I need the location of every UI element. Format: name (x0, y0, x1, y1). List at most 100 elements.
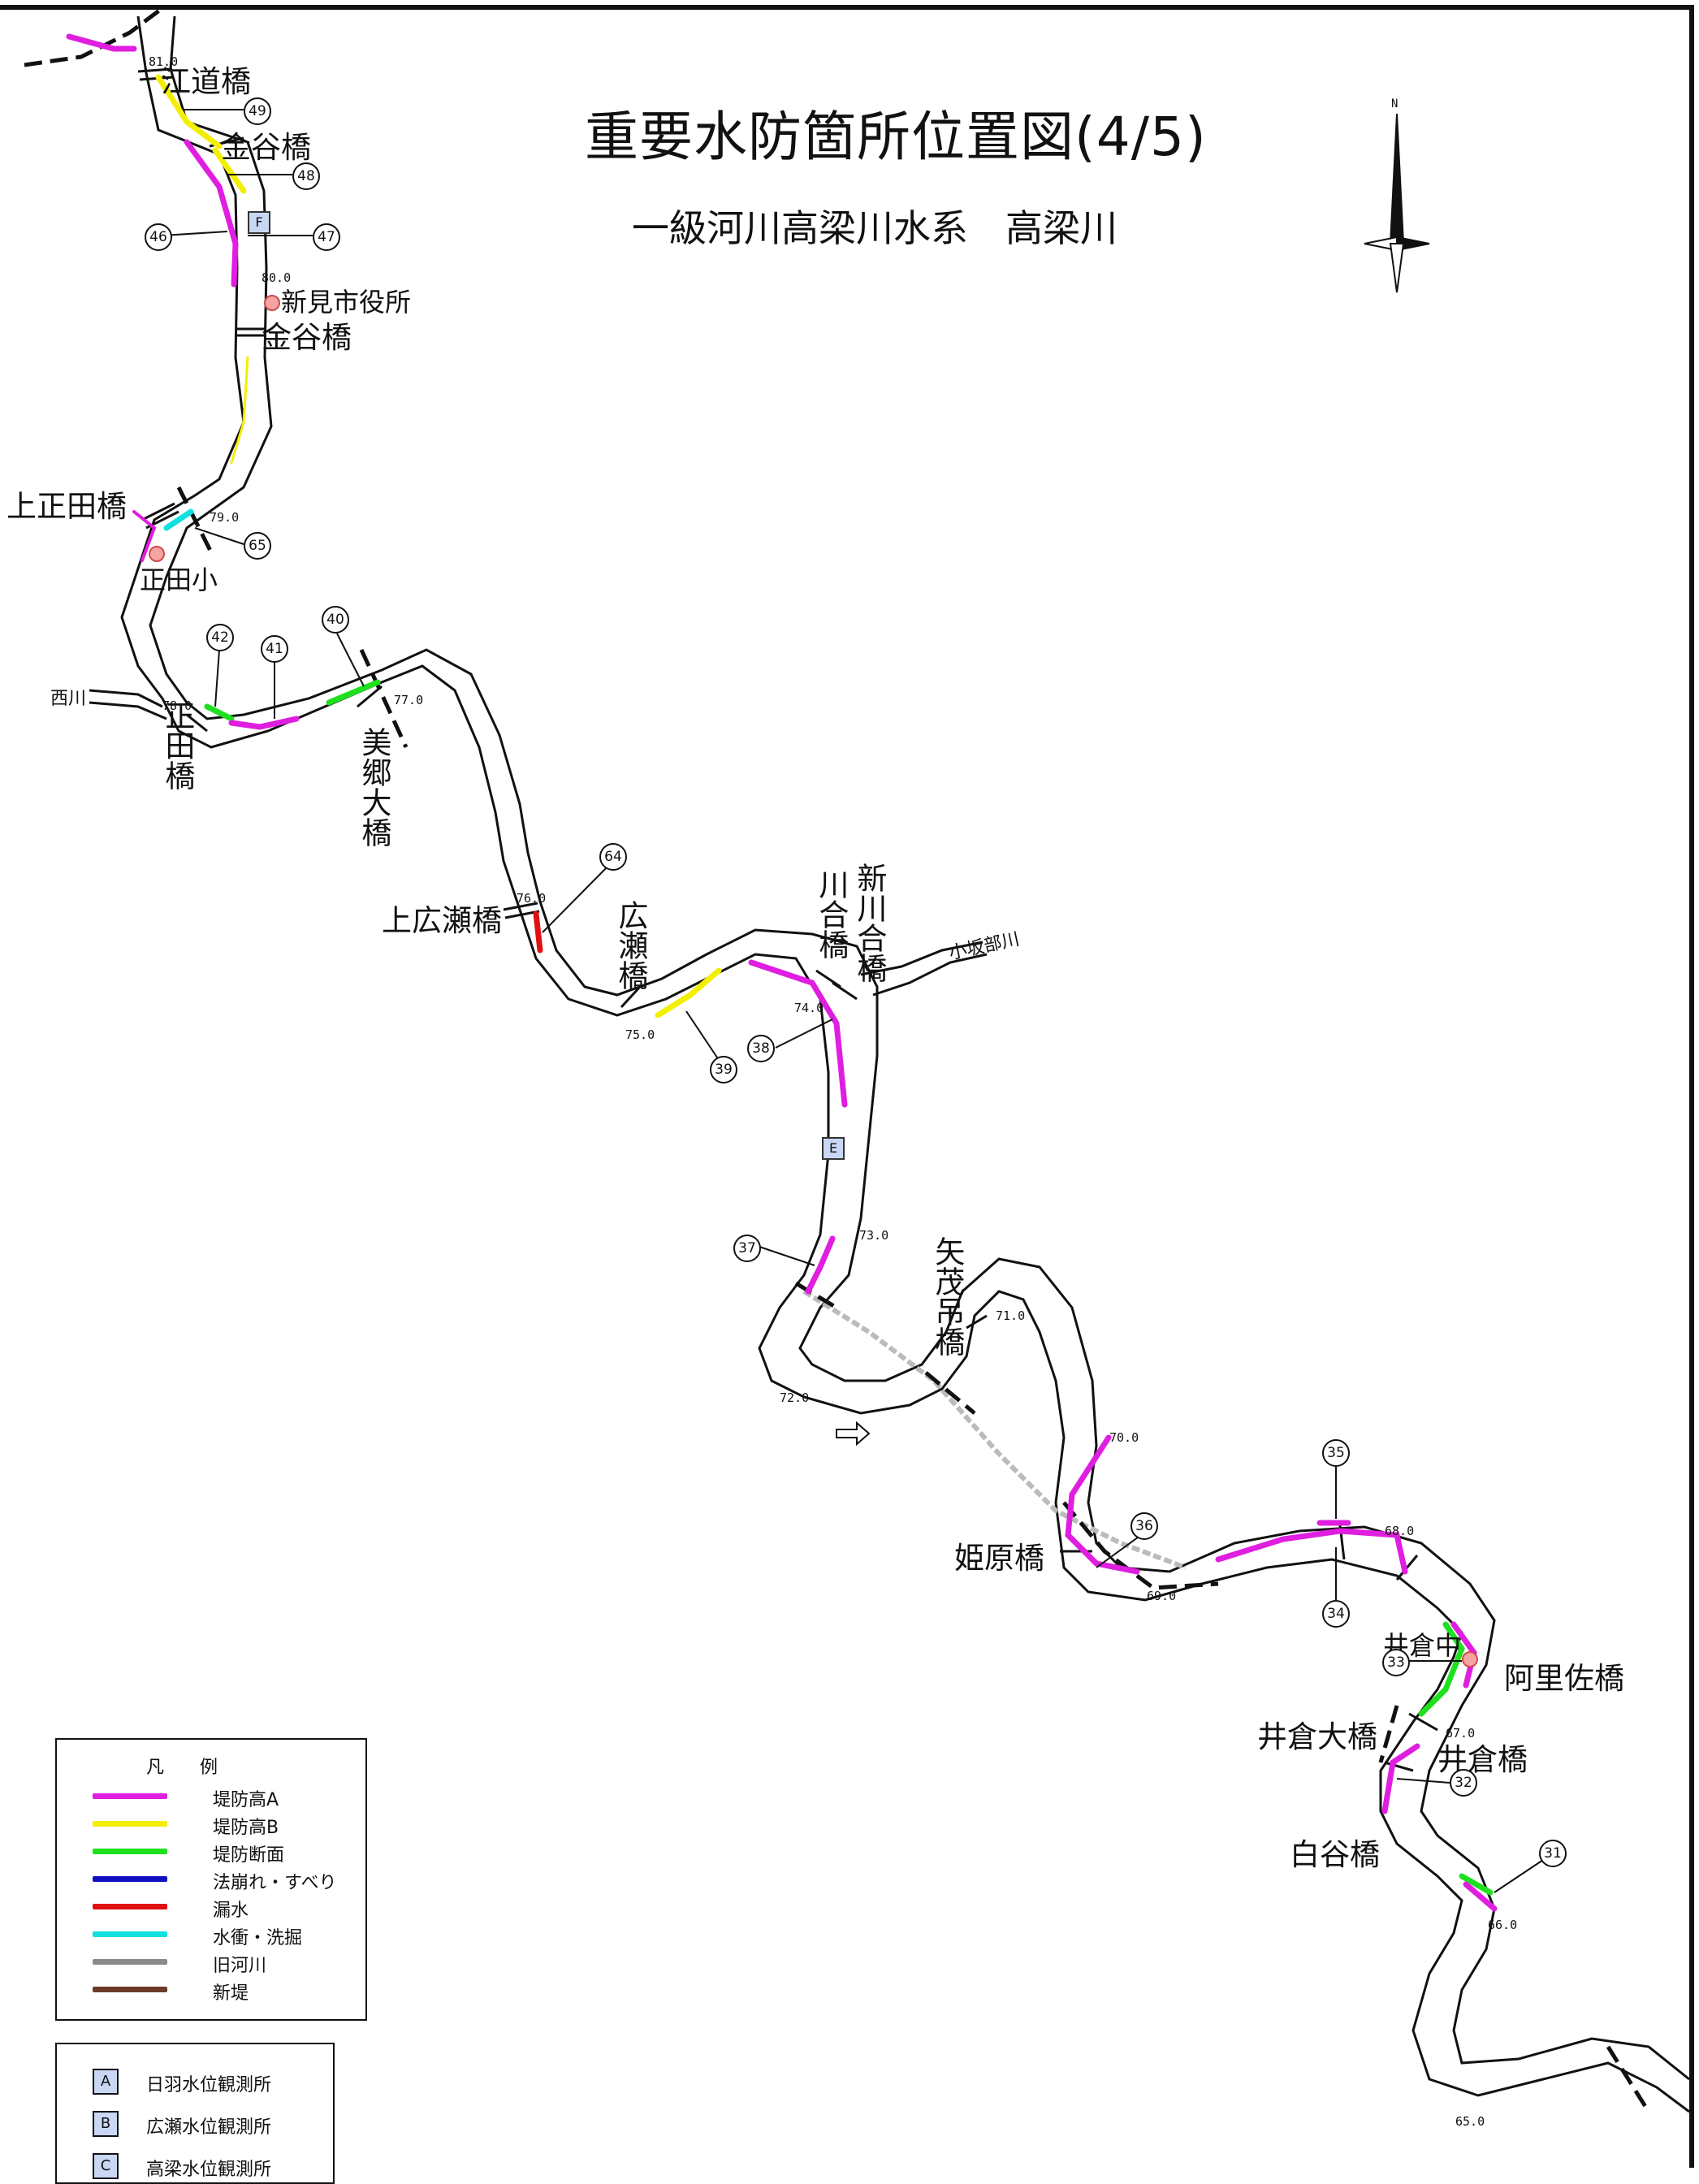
station-item: B 広瀬水位観測所 (93, 2109, 328, 2139)
legend-swatch (93, 1793, 167, 1799)
map-frame-right (1689, 5, 1694, 2168)
ikura-school-marker-icon (1462, 1651, 1478, 1667)
marker-64: 64 (599, 843, 627, 871)
marker-40: 40 (322, 606, 349, 634)
distance-label: 74.0 (794, 1001, 824, 1015)
distance-label: 73.0 (859, 1228, 889, 1243)
station-code: A (93, 2069, 119, 2095)
bridge-label-arisa: 阿里佐橋 (1504, 1661, 1624, 1696)
bridge-label-kanaya-lower: 金谷橋 (262, 320, 352, 355)
legend-item: 旧河川 (93, 1949, 361, 1976)
pointer-arrows (162, 109, 1544, 1893)
bridge-label-yamo: 矢茂吊橋 (929, 1236, 965, 1356)
marker-31: 31 (1539, 1840, 1567, 1867)
station-label: 高梁水位観測所 (146, 2160, 272, 2180)
north-arrow-icon (1364, 113, 1430, 293)
segment-embankment-a-top (66, 33, 137, 52)
hazard-segments (66, 33, 1498, 1912)
bridge-label-ikura-ohashi: 井倉大橋 (1257, 1719, 1377, 1754)
station-code: B (93, 2111, 119, 2137)
marker-34: 34 (1322, 1600, 1350, 1628)
legend-label: 法崩れ・すべり (213, 1873, 337, 1893)
segment-section-31 (1459, 1873, 1494, 1896)
distance-label: 69.0 (1147, 1589, 1177, 1603)
distance-label: 67.0 (1446, 1726, 1476, 1741)
marker-42: 42 (206, 624, 234, 651)
legend-swatch (93, 1959, 167, 1965)
marker-33: 33 (1382, 1649, 1410, 1676)
marker-38: 38 (747, 1035, 775, 1062)
bridge-label-kamishoda: 上正田橋 (6, 489, 127, 524)
marker-46: 46 (145, 223, 172, 251)
segment-embankment-a-37 (805, 1235, 836, 1295)
legend-item: 法崩れ・すべり (93, 1866, 361, 1893)
legend-item: 堤防高B (93, 1811, 361, 1838)
station-label: 広瀬水位観測所 (146, 2117, 272, 2138)
distance-label: 71.0 (996, 1308, 1026, 1323)
distance-label: 68.0 (1385, 1524, 1415, 1538)
station-label: 日羽水位観測所 (146, 2075, 272, 2095)
distance-label: 70.0 (1109, 1430, 1139, 1445)
segment-scour-65 (163, 508, 194, 531)
distance-label: 78.0 (162, 698, 192, 713)
legend-item: 水衝・洗掘 (93, 1922, 361, 1948)
segment-embankment-b-thin (230, 356, 249, 465)
legend: 凡 例 堤防高A 堤防高B 堤防断面 法崩れ・すべり 漏水 水衝・洗掘 旧河川 … (55, 1738, 367, 2021)
distance-label: 66.0 (1488, 1918, 1518, 1932)
old-river-path (802, 1289, 1187, 1570)
marker-37: 37 (733, 1235, 761, 1262)
legend-label: 堤防高B (213, 1818, 279, 1838)
segment-section-40 (326, 679, 381, 706)
bridge-label-kanaya-upper: 金谷橋 (221, 130, 311, 165)
distance-label: 65.0 (1455, 2114, 1485, 2129)
distance-label: 80.0 (262, 270, 292, 285)
city-hall-marker-icon (264, 295, 280, 311)
legend-swatch (93, 1876, 167, 1882)
station-marker-f-icon: F (248, 211, 270, 234)
bridge-label-shiratani: 白谷橋 (1290, 1837, 1380, 1872)
segment-embankment-a-65 (132, 510, 157, 562)
bridge-label-kamihirose: 上広瀬橋 (382, 903, 502, 938)
segment-embankment-a-34 (1215, 1528, 1408, 1575)
station-item: A 日羽水位観測所 (93, 2067, 328, 2096)
school-marker-icon (149, 546, 165, 562)
segment-embankment-a-32 (1381, 1743, 1420, 1814)
bridge-label-hirose: 広瀬橋 (612, 900, 648, 990)
bridge-label-kawai: 川合橋 (813, 869, 849, 959)
place-label-niimi-city-hall: 新見市役所 (281, 287, 412, 318)
marker-48: 48 (292, 162, 320, 190)
station-legend: A 日羽水位観測所 B 広瀬水位観測所 C 高梁水位観測所 (55, 2043, 335, 2184)
segment-embankment-a-36 (1065, 1434, 1140, 1575)
bridge-label-shoda: 正田橋 (159, 700, 195, 790)
legend-swatch (93, 1931, 167, 1937)
legend-label: 旧河川 (213, 1956, 267, 1976)
tributary-nishikawa (89, 689, 167, 720)
legend-swatch (93, 1849, 167, 1854)
marker-32: 32 (1450, 1769, 1477, 1797)
river-left-bank (120, 15, 1690, 2113)
legend-label: 新堤 (213, 1983, 249, 2004)
map-title: 重要水防箇所位置図(4/5) (585, 106, 1207, 168)
marker-35: 35 (1322, 1439, 1350, 1467)
segment-embankment-a-46 (184, 139, 239, 288)
station-item: C 高梁水位観測所 (93, 2152, 328, 2181)
segment-embankment-b-49 (155, 74, 223, 149)
legend-label: 漏水 (213, 1901, 249, 1921)
marker-36: 36 (1131, 1512, 1158, 1540)
segment-section-33 (1418, 1621, 1465, 1717)
marker-47: 47 (313, 223, 340, 251)
north-label: N (1391, 97, 1399, 110)
river-right-bank (149, 15, 1690, 2081)
distance-label: 75.0 (625, 1027, 655, 1042)
segment-embankment-a-38 (748, 959, 848, 1108)
marker-65: 65 (244, 532, 271, 560)
segment-leakage-64 (533, 910, 543, 954)
station-marker-e-icon: E (822, 1137, 845, 1160)
marker-39: 39 (710, 1056, 737, 1083)
segment-section-42 (204, 703, 235, 722)
map-subtitle: 一級河川高梁川水系 高梁川 (632, 206, 1118, 250)
bridge-label-misato: 美郷大橋 (356, 727, 391, 847)
distance-label: 77.0 (394, 693, 424, 707)
legend-item: 堤防高A (93, 1784, 361, 1810)
